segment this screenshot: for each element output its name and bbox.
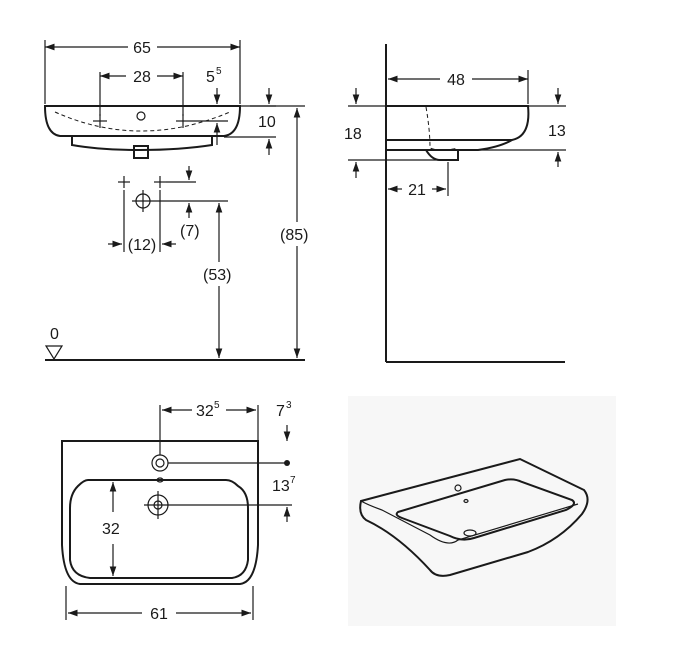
bowl-width-label: 61	[150, 606, 168, 623]
side-height-label: 18	[344, 126, 362, 143]
tap-hole-center-icon	[136, 111, 146, 121]
tap-spacing-label: 28	[133, 69, 151, 86]
waste-symbol-right-icon	[154, 176, 166, 188]
waste-symbol-left-icon	[118, 176, 130, 188]
side-waste-offset-label: 21	[408, 182, 426, 199]
rim-height-label: (85)	[280, 227, 308, 244]
rim-thickness-label: 10	[258, 114, 276, 131]
waste-outlet	[133, 145, 149, 159]
basin-side-inner-dashed	[425, 106, 459, 151]
basin-top-bowl	[69, 479, 249, 579]
basin-perspective-outline	[359, 457, 589, 577]
basin-front-pedestal	[71, 136, 213, 152]
edge-reference-dot-icon	[284, 460, 290, 466]
perspective-tap-hole-icon	[454, 484, 462, 492]
basin-perspective-rim	[360, 500, 579, 544]
tap-hole-left-icon	[93, 114, 107, 128]
side-bowl-height-label: 13	[548, 123, 566, 140]
edge-offset-label: 7	[276, 403, 285, 420]
waste-center-symbol-icon	[132, 190, 154, 212]
basin-side-underside	[385, 139, 513, 151]
waste-floor-label: (53)	[203, 267, 231, 284]
overflow-top-icon	[156, 477, 164, 483]
floor-level-triangle-icon	[44, 345, 64, 361]
bowl-depth-label: 32	[102, 521, 120, 538]
perspective-drain-icon	[463, 529, 477, 537]
side-waste	[425, 149, 459, 161]
tap-hole-top-icon	[151, 454, 169, 472]
waste-spacing-label: (12)	[128, 237, 156, 254]
overflow-label-sup: 5	[216, 66, 222, 77]
perspective-overflow-icon	[463, 498, 469, 504]
tap-offset-label: 32	[196, 403, 214, 420]
perspective-view	[348, 396, 616, 626]
floor-label: 0	[50, 326, 59, 343]
tap-offset-label-sup: 5	[214, 400, 220, 411]
basin-side-body	[386, 105, 530, 141]
hole-offset-label: 13	[272, 478, 290, 495]
basin-perspective-bowl	[395, 478, 575, 541]
tap-hole-right-icon	[176, 114, 190, 128]
hole-offset-label-sup: 7	[290, 475, 296, 486]
overflow-label: 5	[206, 69, 215, 86]
front-width-label: 65	[133, 40, 151, 57]
waste-height-label: (7)	[180, 223, 200, 240]
side-elevation-view: 48 18 13 21	[344, 44, 566, 363]
basin-top-outline	[61, 440, 259, 585]
side-depth-label: 48	[447, 72, 465, 89]
top-plan-view: 32 5 7 3 13 7 32 61	[61, 400, 296, 623]
front-elevation-view: 65 28 5 5 10 (85)	[43, 40, 308, 361]
edge-offset-label-sup: 3	[286, 400, 292, 411]
basin-inner-dashed	[54, 111, 231, 132]
basin-front-body	[43, 105, 242, 137]
